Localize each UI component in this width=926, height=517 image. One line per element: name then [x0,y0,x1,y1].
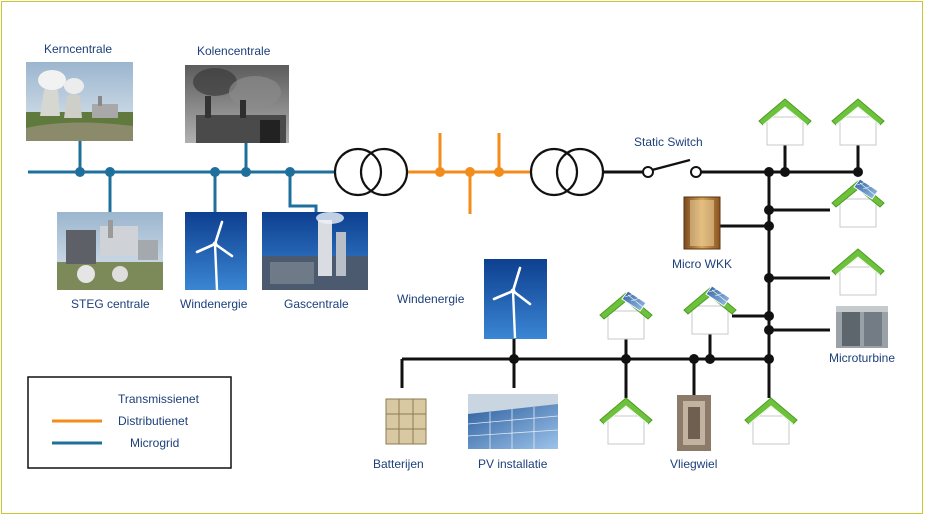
gas-plant-icon [262,212,368,290]
house-icon [758,98,812,146]
transformer-icon [333,147,409,197]
wind-turbine-icon [484,259,547,339]
house-icon [599,397,653,445]
legend: Transmissienet Distributienet Microgrid [27,376,232,469]
microgrid-bus-nodes [75,167,295,177]
legend-label-distributienet: Distributienet [118,414,189,428]
flywheel-icon [677,395,711,451]
nuclear-plant-icon [26,62,133,141]
label-microturbine: Microturbine [829,351,895,365]
label-vliegwiel: Vliegwiel [670,457,717,471]
solar-house-icon [599,290,653,340]
label-micro-wkk: Micro WKK [672,257,732,271]
solar-house-icon [683,285,737,335]
label-steg-centrale: STEG centrale [71,297,150,311]
label-batterijen: Batterijen [373,457,424,471]
wind-turbine-icon [185,212,247,291]
distribution-bus-nodes [435,167,504,177]
label-windenergie-grid: Windenergie [180,297,248,311]
pv-panel-icon [467,394,559,449]
coal-plant-icon [185,65,289,143]
legend-label-microgrid: Microgrid [130,436,179,450]
transformer-icon [529,147,605,197]
label-kolencentrale: Kolencentrale [197,44,271,58]
label-kerncentrale: Kerncentrale [44,42,112,56]
label-gascentrale: Gascentrale [284,297,349,311]
house-icon [744,397,798,445]
steg-plant-icon [57,212,163,290]
solar-house-icon [831,178,885,228]
battery-icon [385,398,427,445]
microturbine-icon [836,306,888,348]
house-icon [831,248,885,296]
house-icon [831,98,885,146]
label-pv-installatie: PV installatie [478,457,548,471]
micro-wkk-icon [683,196,721,250]
label-static-switch: Static Switch [634,135,703,149]
label-windenergie-local: Windenergie [397,292,465,306]
switch-icon [642,166,702,178]
low-voltage-nodes [509,167,863,364]
legend-label-transmissienet: Transmissienet [118,392,200,406]
